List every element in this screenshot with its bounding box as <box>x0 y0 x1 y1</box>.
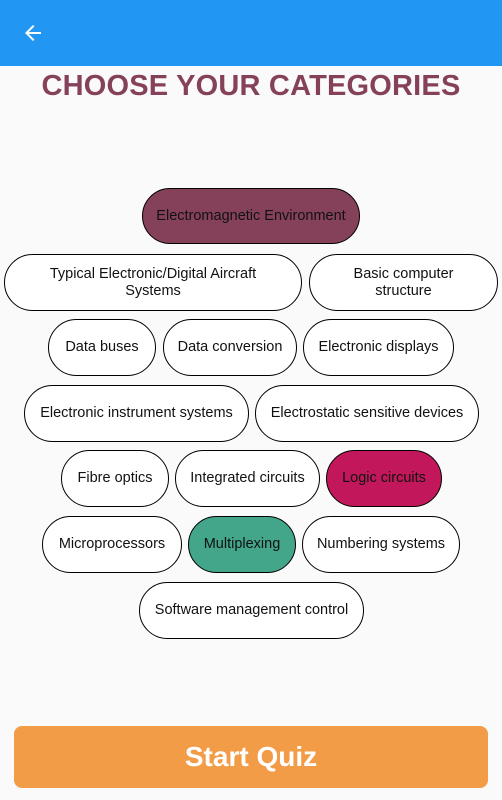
start-quiz-button[interactable]: Start Quiz <box>14 726 488 788</box>
category-chip-electrostatic-sensitive-devices[interactable]: Electrostatic sensitive devices <box>255 385 479 442</box>
category-chip-microprocessors[interactable]: Microprocessors <box>42 516 182 573</box>
chip-label: Electromagnetic Environment <box>156 207 346 224</box>
category-chip-electronic-instrument-systems[interactable]: Electronic instrument systems <box>24 385 249 442</box>
category-chip-logic-circuits[interactable]: Logic circuits <box>326 450 442 507</box>
category-chip-typical-electronic-digital-aircraft-systems[interactable]: Typical Electronic/Digital Aircraft Syst… <box>4 254 302 311</box>
chip-label: Microprocessors <box>58 536 166 552</box>
category-chip-electronic-displays[interactable]: Electronic displays <box>303 319 454 376</box>
category-chip-multiplexing[interactable]: Multiplexing <box>188 516 296 573</box>
chip-label: Typical Electronic/Digital Aircraft Syst… <box>49 265 257 299</box>
chip-label: Data conversion <box>177 339 283 355</box>
chip-label: Electrostatic sensitive devices <box>270 405 464 421</box>
chip-label: Logic circuits <box>342 470 426 486</box>
category-chip-fibre-optics[interactable]: Fibre optics <box>61 450 169 507</box>
chip-label: Numbering systems <box>316 536 446 552</box>
back-button[interactable] <box>12 13 54 53</box>
chip-label: Integrated circuits <box>190 470 305 486</box>
arrow-left-icon <box>25 25 41 41</box>
chip-label: Electronic instrument systems <box>40 405 233 421</box>
chip-label: Electronic displays <box>318 339 439 355</box>
app-bar <box>0 0 502 66</box>
chip-label: Data buses <box>65 339 139 355</box>
category-chip-electromagnetic-environment[interactable]: Electromagnetic Environment <box>142 188 360 244</box>
chip-label: Multiplexing <box>203 536 281 552</box>
chip-label: Fibre optics <box>77 470 153 486</box>
chip-label: Software management control <box>154 602 349 618</box>
category-chip-numbering-systems[interactable]: Numbering systems <box>302 516 460 573</box>
chip-label: Basic computer structure <box>353 265 454 299</box>
page-title: CHOOSE YOUR CATEGORIES <box>41 70 461 102</box>
category-chip-data-conversion[interactable]: Data conversion <box>163 319 297 376</box>
category-chip-software-management-control[interactable]: Software management control <box>139 582 364 639</box>
category-chip-data-buses[interactable]: Data buses <box>48 319 156 376</box>
category-chip-basic-computer-structure[interactable]: Basic computer structure <box>309 254 498 311</box>
category-chip-integrated-circuits[interactable]: Integrated circuits <box>175 450 320 507</box>
